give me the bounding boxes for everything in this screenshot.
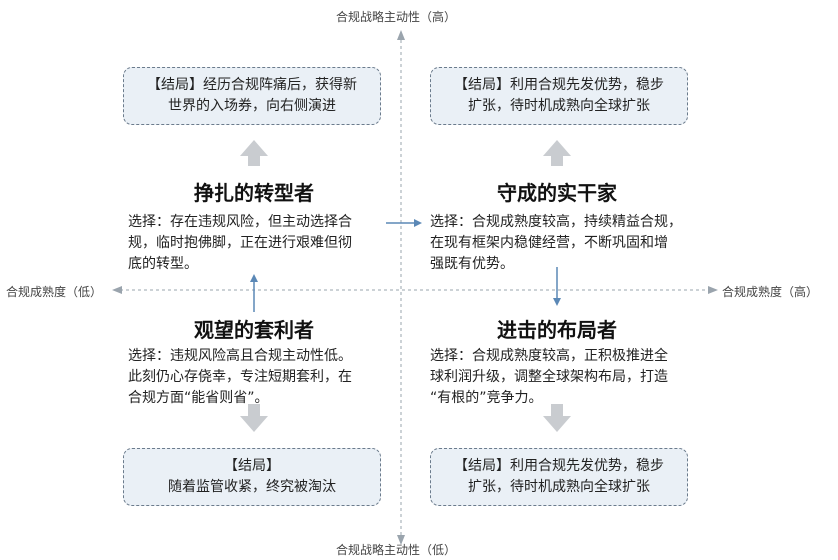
- horizontal-axis-arrowhead-left: [112, 286, 122, 294]
- quadrant-title-bottom-left: 观望的套利者: [194, 318, 314, 342]
- result-text-bottom-left: 【结局】 随着监管收紧，终究被淘汰: [168, 458, 336, 495]
- block-arrow-down-right: [543, 404, 571, 432]
- horizontal-axis-arrowhead-right: [708, 286, 718, 294]
- quadrant-title-top-left: 挣扎的转型者: [194, 181, 314, 205]
- thin-arrow-up-head: [250, 274, 258, 282]
- result-text-bottom-right: 【结局】利用合规先发优势，稳步 扩张，待时机成熟向全球扩张: [454, 458, 664, 495]
- result-box-top-right: 【结局】利用合规先发优势，稳步 扩张，待时机成熟向全球扩张: [430, 67, 688, 125]
- result-box-bottom-right: 【结局】利用合规先发优势，稳步 扩张，待时机成熟向全球扩张: [430, 448, 688, 506]
- quadrant-title-top-right: 守成的实干家: [497, 181, 617, 205]
- result-box-bottom-left: 【结局】 随着监管收紧，终究被淘汰: [123, 448, 381, 506]
- result-text-top-right: 【结局】利用合规先发优势，稳步 扩张，待时机成熟向全球扩张: [454, 77, 664, 114]
- quadrant-title-bottom-right: 进击的布局者: [497, 318, 617, 342]
- axis-label-left: 合规成熟度（低）: [6, 285, 103, 299]
- axis-label-bottom: 合规战略主动性（低）: [336, 543, 457, 557]
- axis-label-right: 合规成熟度（高）: [722, 285, 819, 299]
- axis-label-top: 合规战略主动性（高）: [336, 10, 457, 24]
- vertical-axis-arrowhead-top: [397, 30, 405, 40]
- quadrant-body-top-left: 选择：存在违规风险，但主动选择合 规，临时抱佛脚，正在进行艰难但彻 底的转型。: [128, 214, 352, 272]
- thin-arrow-down-head: [553, 298, 561, 306]
- thin-arrow-right-head: [414, 219, 422, 227]
- vertical-axis-arrowhead-bottom: [397, 535, 405, 545]
- quadrant-body-bottom-left: 选择：违规风险高且合规主动性低。 此刻仍心存侥幸，专注短期套利，在 合规方面“能…: [128, 348, 352, 406]
- block-arrow-up-left: [240, 140, 268, 166]
- block-arrow-down-left: [240, 404, 268, 432]
- quadrant-body-bottom-right: 选择：合规成熟度较高，正积极推进全 球利润升级，调整全球架构布局，打造 “有根的…: [430, 348, 668, 406]
- result-text-top-left: 【结局】经历合规阵痛后，获得新 世界的入场券，向右侧演进: [147, 77, 357, 114]
- block-arrow-up-right: [543, 140, 571, 166]
- result-box-top-left: 【结局】经历合规阵痛后，获得新 世界的入场券，向右侧演进: [123, 67, 381, 125]
- quadrant-body-top-right: 选择：合规成熟度较高，持续精益合规， 在现有框架内稳健经营，不断巩固和增 强既有…: [430, 214, 682, 272]
